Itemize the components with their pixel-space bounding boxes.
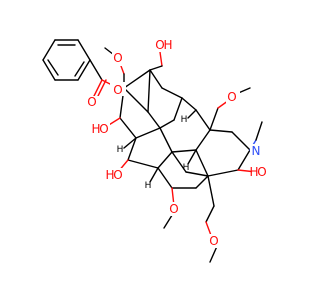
- stereo-hydrogen-4-label: H: [183, 163, 190, 173]
- methoxy-oxygen-1-label: O: [113, 51, 122, 65]
- hydroxyl-oxygen-4-label: O: [257, 165, 266, 179]
- atom-labels: O O O O H O N O H O H O H O O H H H H: [86, 38, 276, 248]
- stereo-hydrogen-3-label: H: [181, 115, 188, 125]
- hydroxyl-hydrogen-3-label: H: [105, 168, 114, 182]
- stereo-hydrogen-markers: [123, 109, 197, 183]
- molecule-structure-diagram: O O O O H O N O H O H O H O O H H H H: [42, 38, 276, 263]
- methoxymethyl-group: [205, 175, 219, 263]
- methoxy-oxygen-3-label: O: [169, 202, 178, 216]
- hydroxyl-hydrogen-4-label: H: [249, 165, 258, 179]
- methoxy-oxygen-2-label: O: [227, 90, 236, 104]
- nitrogen-label: N: [252, 144, 261, 158]
- stereo-hydrogen-1-label: H: [117, 145, 124, 155]
- carbonyl-oxygen-label: O: [87, 95, 96, 109]
- methoxy-oxygen-4-label: O: [209, 234, 218, 248]
- core-skeleton: [119, 69, 251, 189]
- hydroxyl-hydrogen-2-label: H: [91, 122, 100, 136]
- hydroxyl-oxygen-3-label: O: [113, 168, 122, 182]
- benzene-ring: [42, 39, 91, 81]
- hydroxyl-hydrogen-1-label: H: [163, 38, 172, 52]
- ester-oxygen-label: O: [113, 83, 122, 97]
- hydroxyl-oxygen-2-label: O: [99, 122, 108, 136]
- stereo-hydrogen-2-label: H: [145, 181, 152, 191]
- hydroxyl-oxygen-1-label: O: [155, 38, 164, 52]
- hydroxyl-group-top: [149, 51, 163, 71]
